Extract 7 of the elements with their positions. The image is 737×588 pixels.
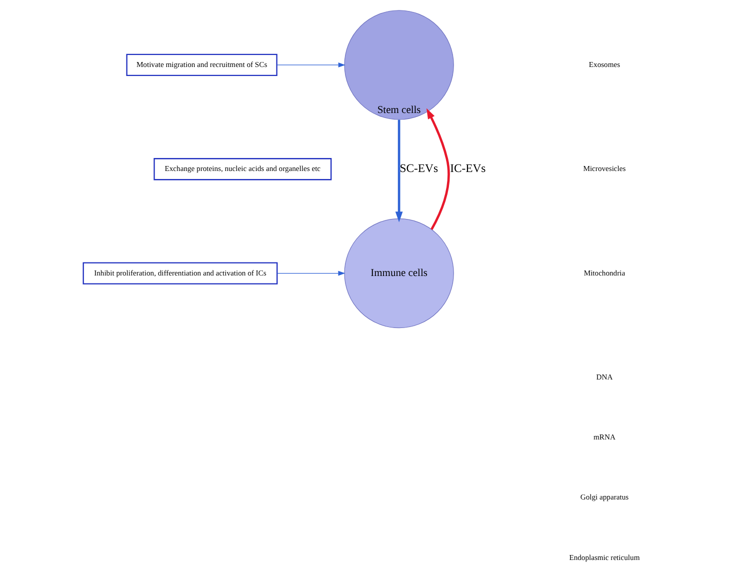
edge-label: IC-EVs — [450, 162, 486, 176]
node-circle: Immune cells — [344, 218, 454, 328]
edge-label: SC-EVs — [399, 162, 438, 176]
arrow — [276, 270, 345, 276]
arrow — [276, 62, 345, 68]
arrow — [426, 108, 450, 230]
arrow — [394, 120, 402, 222]
